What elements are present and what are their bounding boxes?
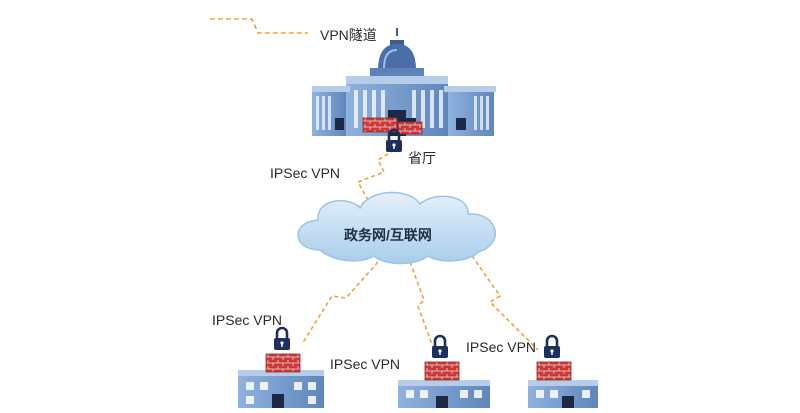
branch-building-icon bbox=[398, 380, 490, 413]
branch-building-icon bbox=[238, 370, 324, 413]
tunnel-cloud-branch-left bbox=[301, 261, 379, 345]
firewall-icon bbox=[536, 361, 572, 381]
headquarters-label: 省厅 bbox=[408, 150, 436, 166]
legend-label: VPN隧道 bbox=[320, 27, 377, 43]
branch-building-icon bbox=[528, 380, 598, 413]
cloud-icon bbox=[297, 191, 496, 265]
tunnel-hq-cloud bbox=[351, 149, 395, 211]
network-label: 政务网/互联网 bbox=[344, 227, 432, 243]
tunnel-cloud-branch-right bbox=[467, 249, 539, 351]
lock-icon bbox=[272, 326, 292, 352]
firewall-icon bbox=[424, 361, 460, 381]
lock-icon bbox=[542, 334, 562, 360]
link-label-middle: IPSec VPN bbox=[330, 356, 401, 372]
lock-icon bbox=[430, 334, 450, 360]
link-label-right: IPSec VPN bbox=[466, 339, 537, 355]
link-label-top: IPSec VPN bbox=[270, 165, 341, 181]
firewall-icon bbox=[397, 121, 423, 135]
firewall-icon bbox=[362, 117, 398, 133]
firewall-icon bbox=[265, 353, 301, 373]
tunnel-cloud-branch-middle bbox=[409, 261, 435, 351]
link-label-left: IPSec VPN bbox=[212, 312, 283, 328]
legend-tunnel-line bbox=[210, 18, 308, 34]
